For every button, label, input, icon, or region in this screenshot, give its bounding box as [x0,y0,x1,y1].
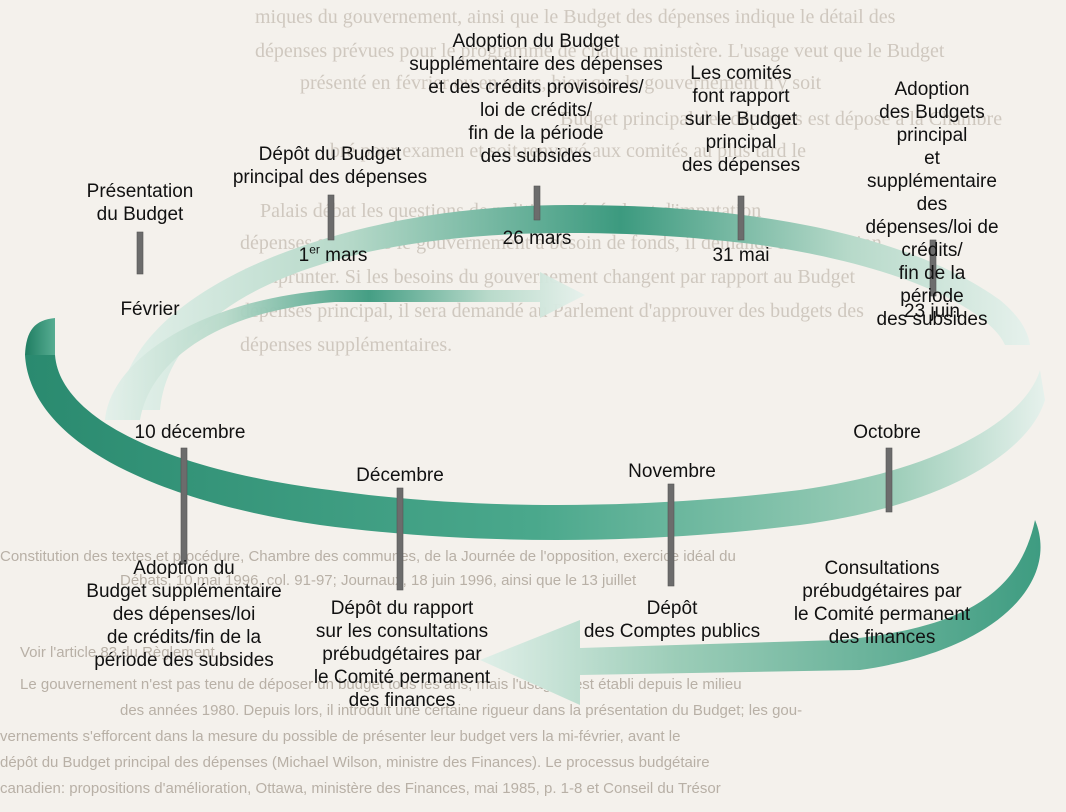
bg-text-line: présenté en février ou en mars, bien que… [300,72,822,94]
tick-31-mai [737,195,745,241]
tick-octobre [885,447,893,513]
tick-novembre [667,483,675,587]
bg-text-line: dépenses prévues pour le programme de ch… [255,40,945,62]
event-date-adoption-principal: 23 juin [904,301,960,322]
event-label-adoption-decembre: Adoption du Budget supplémentaire des dé… [86,558,282,671]
event-date-depot-principal: 1er mars [298,242,368,266]
event-label-depot-rapport: Dépôt du rapport sur les consultations p… [313,598,491,711]
bg-text-line: dépenses supplémentaires. [240,334,453,356]
event-date-consultations: Octobre [853,422,921,443]
bg-footnote-line: dépôt du Budget principal des dépenses (… [0,754,710,771]
bg-footnote-line: canadien: propositions d'amélioration, O… [0,780,721,797]
bg-text-line: miques du gouvernement, ainsi que le Bud… [255,6,896,28]
event-date-adoption-decembre: 10 décembre [134,422,246,443]
timeline-ticks [136,185,937,591]
event-label-presentation: Présentation du Budget [86,181,194,225]
tick-26-mars [533,185,541,221]
event-label-depot-principal: Dépôt du Budget principal des dépenses [232,144,428,188]
event-date-comptes-publics: Novembre [628,461,716,482]
event-label-consultations: Consultations prébudgétaires par le Comi… [793,558,971,648]
tick-1er-mars [327,194,335,241]
bg-footnote-line: Voir l'article 83 du Règlement. [20,644,219,661]
cycle-band-front [25,318,1045,540]
cycle-return-arrow [480,520,1041,705]
bg-text-line: Budget principal des dépenses est déposé… [560,108,1003,130]
event-label-comites-rapport: Les comités font rapport sur le Budget p… [681,63,801,176]
bg-footnote-line: des années 1980. Depuis lors, il introdu… [120,702,803,719]
tick-23-juin [929,239,937,297]
event-label-adoption-principal: Adoption des Budgets principal et supplé… [865,79,999,330]
tick-fevrier [136,231,144,275]
bg-footnote-line: vernements s'efforcent dans la mesure du… [0,728,681,745]
tick-decembre [396,487,404,591]
cycle-band-back [105,205,1030,420]
bg-text-line: bré pour examen et soit renvoyé aux comi… [330,140,806,162]
tick-10-decembre [180,447,188,565]
event-date-presentation: Février [120,299,180,320]
event-date-comites-rapport: 31 mai [712,245,770,266]
event-label-adoption-supplementaire-mars: Adoption du Budget supplémentaire des dé… [409,31,663,167]
bg-footnote-line: Débats, 10 mai 1996, col. 91-97; Journau… [120,572,637,589]
event-date-depot-rapport: Décembre [356,465,444,486]
event-date-adoption-supplementaire-mars: 26 mars [502,228,572,249]
event-label-comptes-publics: Dépôt des Comptes publics [583,598,761,642]
